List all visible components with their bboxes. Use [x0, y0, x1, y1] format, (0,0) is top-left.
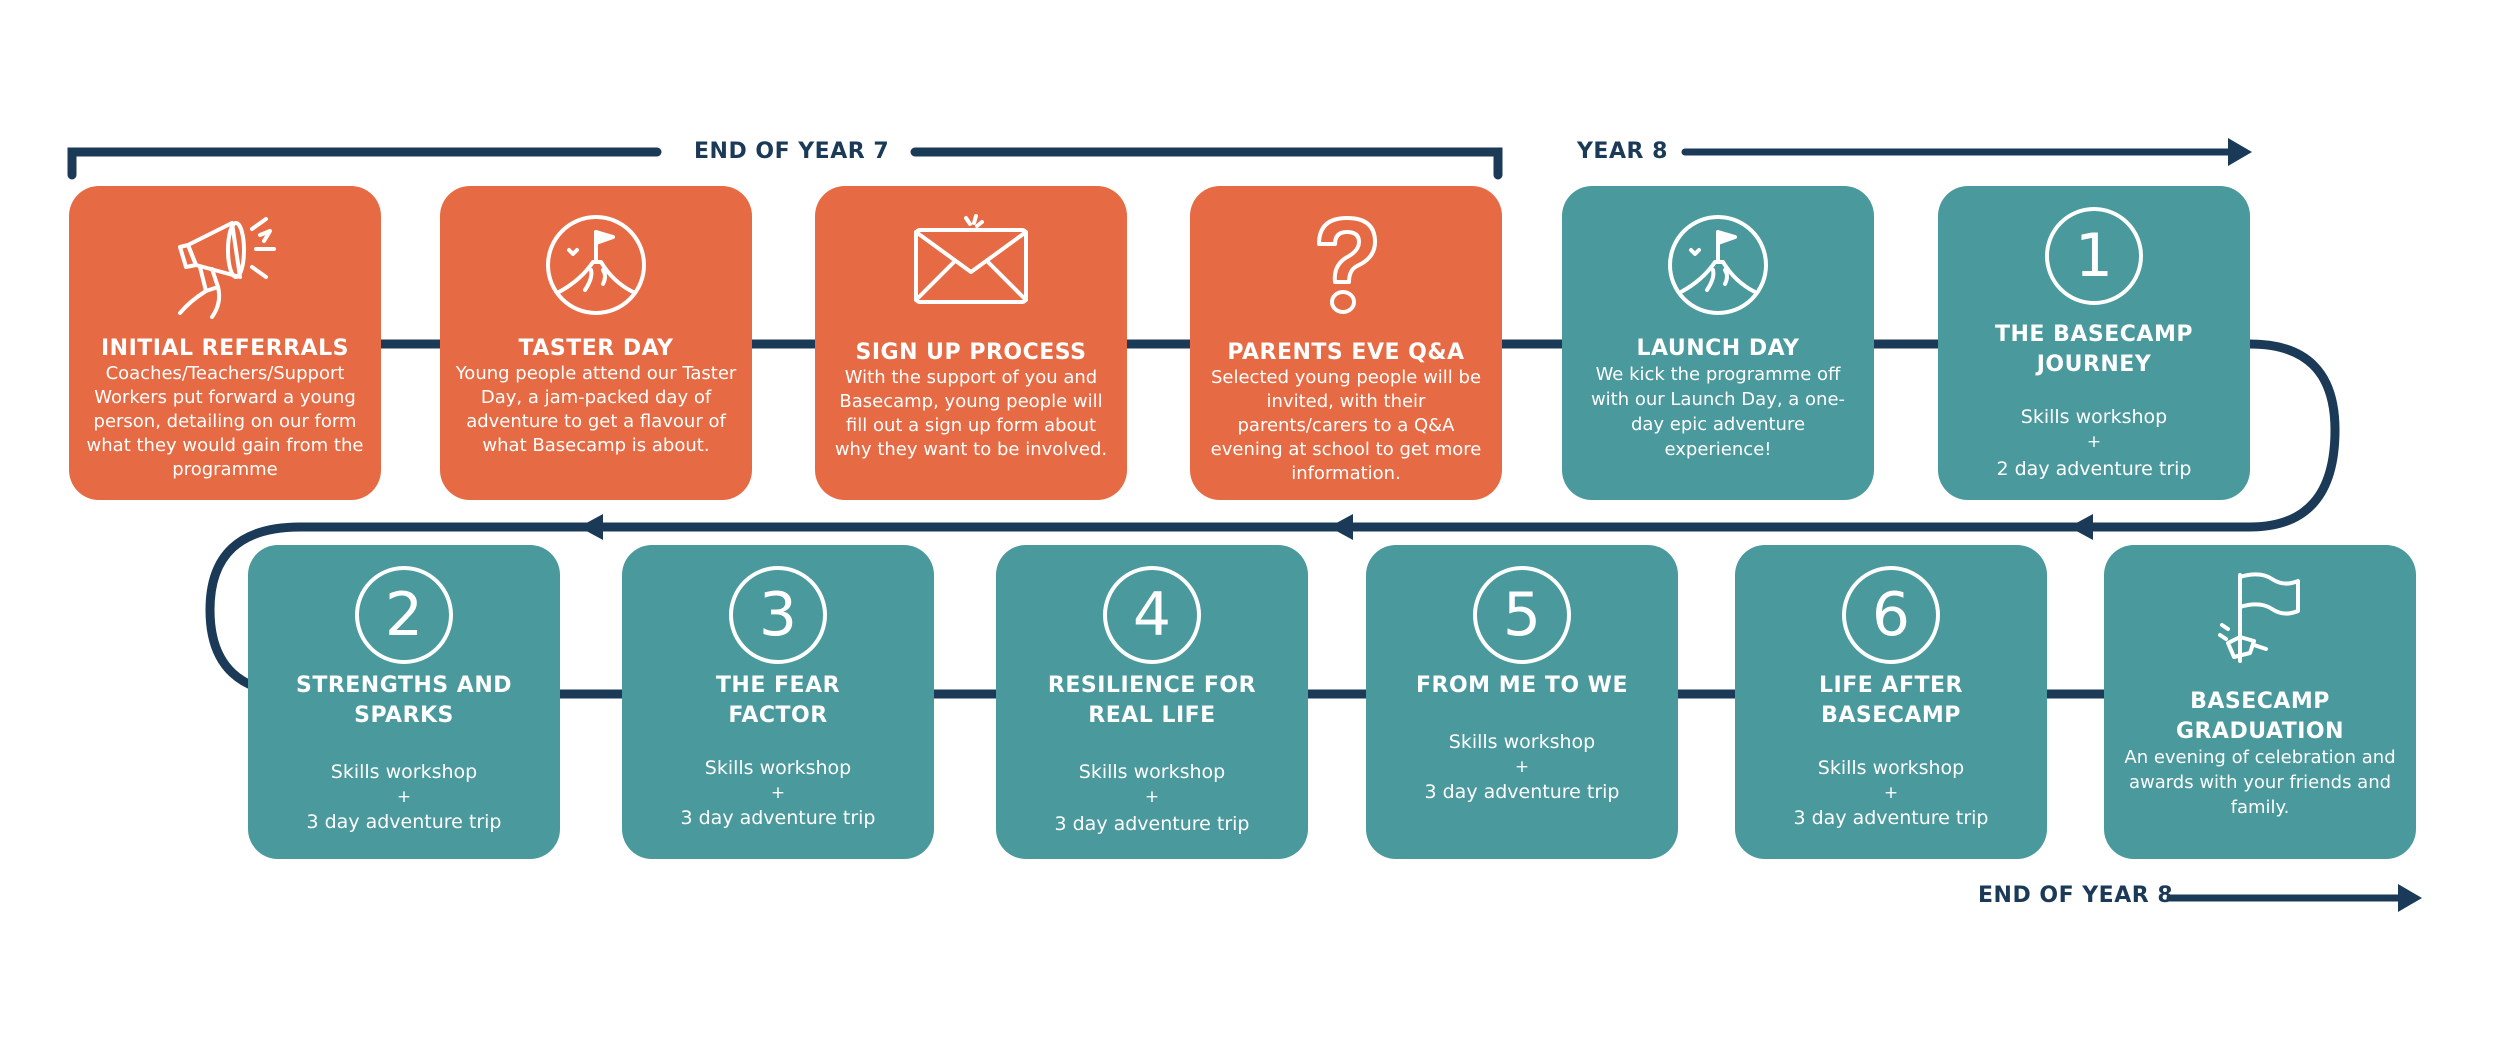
step-title-line-2: REAL LIFE	[1088, 703, 1216, 728]
step-title-line-1: STRENGTHS AND	[295, 673, 513, 698]
step-number: 4	[1103, 566, 1201, 664]
step-title-line-2: BASECAMP	[1821, 703, 1961, 728]
step-title: FROM ME TO WE	[1416, 673, 1628, 698]
step-line-1: Skills workshop	[2020, 406, 2168, 428]
step-title: LAUNCH DAY	[1636, 336, 1800, 361]
step-line-2: 3 day adventure trip	[1054, 813, 1250, 835]
step-description: Young people attend our Taster Day, a ja…	[455, 363, 737, 456]
step-card-sign-up-process: SIGN UP PROCESS With the support of you …	[815, 186, 1127, 500]
step-description: An evening of celebration and awards wit…	[2124, 747, 2396, 818]
envelope-icon	[815, 204, 1127, 326]
step-number: 6	[1842, 566, 1940, 664]
step-plus: +	[770, 783, 786, 803]
step-title-line-1: LIFE AFTER	[1819, 673, 1963, 698]
step-title-line-1: THE BASECAMP	[1995, 322, 2193, 347]
step-card-taster-day: TASTER DAY Young people attend our Taste…	[440, 186, 752, 500]
end-of-year-8-label: END OF YEAR 8	[1978, 883, 2174, 908]
step-title-line-1: BASECAMP	[2190, 689, 2330, 714]
step-plus: +	[1514, 757, 1530, 777]
step-card-launch-day: LAUNCH DAY We kick the programme off wit…	[1562, 186, 1874, 500]
step-title: SIGN UP PROCESS	[855, 340, 1087, 365]
mountain-flag-icon	[1562, 204, 1874, 326]
step-description: Coaches/Teachers/Support Workers put for…	[86, 363, 364, 480]
number-5-badge: 5	[1366, 565, 1678, 665]
step-card-basecamp-journey: 1 THE BASECAMP JOURNEY Skills workshop +…	[1938, 186, 2250, 500]
step-plus: +	[1883, 783, 1899, 803]
step-plus: +	[2086, 432, 2102, 452]
mountain-flag-icon	[440, 204, 752, 326]
question-mark-icon	[1190, 204, 1502, 326]
end-of-year-8-arrowhead	[2398, 884, 2422, 912]
step-description: Selected young people will be invited, w…	[1210, 367, 1482, 484]
step-card-resilience-for-real-life: 4 RESILIENCE FOR REAL LIFE Skills worksh…	[996, 545, 1308, 859]
step-title-line-2: JOURNEY	[2036, 352, 2152, 377]
step-title: TASTER DAY	[518, 336, 674, 361]
right-u-turn	[295, 339, 2340, 532]
step-line-2: 3 day adventure trip	[680, 807, 876, 829]
number-6-badge: 6	[1735, 565, 2047, 665]
step-title: PARENTS EVE Q&A	[1227, 340, 1465, 365]
step-line-2: 3 day adventure trip	[1424, 781, 1620, 803]
number-1-badge: 1	[1938, 206, 2250, 306]
step-card-basecamp-graduation: BASECAMP GRADUATION An evening of celebr…	[2104, 545, 2416, 859]
hand-flag-icon	[2104, 565, 2416, 675]
step-line-1: Skills workshop	[1448, 731, 1596, 753]
step-title-line-2: FACTOR	[728, 703, 828, 728]
step-description: We kick the programme off with our Launc…	[1590, 364, 1846, 460]
step-description: With the support of you and Basecamp, yo…	[834, 367, 1108, 460]
number-4-badge: 4	[996, 565, 1308, 665]
step-number: 1	[2045, 207, 2143, 305]
end-of-year-7-bracket-right	[910, 147, 1503, 180]
step-line-2: 3 day adventure trip	[306, 811, 502, 833]
left-arrowhead-3	[579, 514, 603, 540]
step-number: 5	[1473, 566, 1571, 664]
step-title-line-2: GRADUATION	[2175, 719, 2345, 744]
step-line-1: Skills workshop	[1817, 757, 1965, 779]
step-line-1: Skills workshop	[330, 761, 478, 783]
step-card-from-me-to-we: 5 FROM ME TO WE Skills workshop + 3 day …	[1366, 545, 1678, 859]
step-plus: +	[396, 787, 412, 807]
end-of-year-7-bracket	[67, 147, 662, 180]
step-card-the-fear-factor: 3 THE FEAR FACTOR Skills workshop + 3 da…	[622, 545, 934, 859]
step-card-initial-referrals: INITIAL REFERRALS Coaches/Teachers/Suppo…	[69, 186, 381, 500]
step-card-strengths-and-sparks: 2 STRENGTHS AND SPARKS Skills workshop +…	[248, 545, 560, 859]
step-title-line-1: RESILIENCE FOR	[1047, 673, 1257, 698]
step-title-line-1: THE FEAR	[715, 673, 841, 698]
step-number: 3	[729, 566, 827, 664]
year-8-label: YEAR 8	[1577, 139, 1668, 164]
left-arrowhead-2	[1329, 514, 1353, 540]
step-card-life-after-basecamp: 6 LIFE AFTER BASECAMP Skills workshop + …	[1735, 545, 2047, 859]
number-3-badge: 3	[622, 565, 934, 665]
step-title: INITIAL REFERRALS	[101, 336, 349, 361]
step-line-1: Skills workshop	[1078, 761, 1226, 783]
step-title-line-2: SPARKS	[354, 703, 454, 728]
number-2-badge: 2	[248, 565, 560, 665]
step-line-1: Skills workshop	[704, 757, 852, 779]
step-plus: +	[1144, 787, 1160, 807]
year-8-arrowhead	[2228, 138, 2252, 166]
step-line-2: 3 day adventure trip	[1793, 807, 1989, 829]
step-card-parents-eve-qa: PARENTS EVE Q&A Selected young people wi…	[1190, 186, 1502, 500]
left-arrowhead-1	[2069, 514, 2093, 540]
step-line-2: 2 day adventure trip	[1996, 458, 2192, 480]
step-number: 2	[355, 566, 453, 664]
end-of-year-7-label: END OF YEAR 7	[694, 139, 890, 164]
megaphone-icon	[69, 204, 381, 326]
